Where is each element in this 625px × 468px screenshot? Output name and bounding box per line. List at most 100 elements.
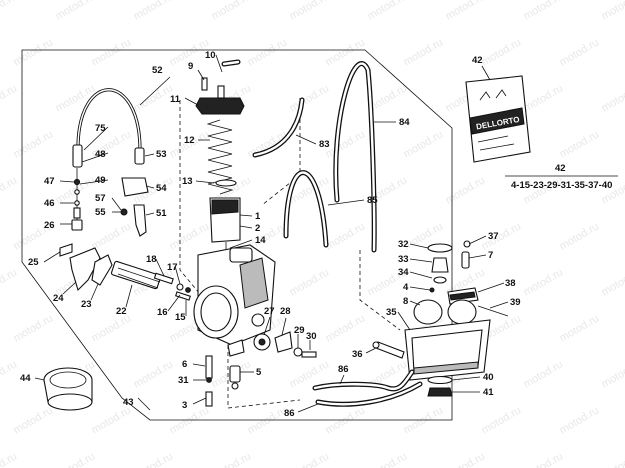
watermark-text: motod.ru [54, 450, 98, 468]
label-53: 53 [156, 149, 167, 160]
watermark-text: motod.ru [402, 128, 446, 160]
intake-rubber [43, 367, 93, 411]
watermark-text: motod.ru [444, 174, 488, 206]
watermark-text: motod.ru [168, 404, 212, 436]
watermark-text: motod.ru [246, 36, 290, 68]
label-15: 15 [175, 312, 186, 323]
vent-hoses [221, 59, 377, 253]
watermark-text: motod.ru [54, 0, 98, 23]
watermark-text: motod.ru [90, 312, 134, 344]
label-24: 24 [53, 293, 64, 304]
throttle-stop-assembly [253, 331, 317, 358]
watermark-text: motod.ru [558, 312, 602, 344]
kit-title: 42 [555, 163, 566, 174]
watermark-text: motod.ru [132, 0, 176, 23]
group-bracket-bottom [227, 345, 301, 409]
watermark-text: motod.ru [12, 404, 56, 436]
assembly-frame [21, 49, 453, 421]
label-22: 22 [116, 306, 127, 317]
watermark-text: motod.ru [0, 82, 19, 114]
jet-set [205, 355, 241, 407]
label-37: 37 [488, 231, 499, 242]
leader-lines [34, 54, 509, 413]
watermark-text: motod.ru [210, 0, 254, 23]
label-13: 13 [182, 176, 193, 187]
label-33: 33 [398, 254, 409, 265]
watermark-text: motod.ru [522, 358, 566, 390]
pilot-screw-set [153, 272, 191, 301]
watermark-text: motod.ru [168, 220, 212, 252]
watermark-text: motod.ru [0, 358, 19, 390]
watermark-text: motod.ru [600, 0, 625, 23]
watermark-text: motod.ru [480, 404, 524, 436]
watermark-text: motod.ru [558, 128, 602, 160]
label-84: 84 [399, 117, 410, 128]
watermark-text: motod.ru [366, 0, 410, 23]
watermark-text: motod.ru [90, 36, 134, 68]
choke-lever-assembly [59, 243, 113, 292]
label-14: 14 [255, 235, 266, 246]
float-bracket [359, 250, 401, 331]
watermark-text: motod.ru [288, 266, 332, 298]
watermark-text: motod.ru [288, 450, 332, 468]
label-44: 44 [20, 373, 31, 384]
watermark-text: motod.ru [324, 128, 368, 160]
label-12: 12 [184, 135, 195, 146]
label-8: 8 [403, 296, 408, 307]
label-27: 27 [264, 306, 275, 317]
label-11: 11 [170, 94, 181, 105]
label-5: 5 [256, 367, 262, 378]
label-86-top: 86 [338, 364, 349, 375]
watermark-text: motod.ru [12, 36, 56, 68]
watermark-text: motod.ru [600, 358, 625, 390]
label-32: 32 [398, 239, 409, 250]
watermark-text: motod.ru [444, 0, 488, 23]
label-30: 30 [306, 331, 317, 342]
part-labels: 10 9 11 12 13 1 2 14 52 75 48 49 47 46 2… [20, 50, 521, 419]
label-38: 38 [505, 278, 516, 289]
watermark-text: motod.ru [558, 404, 602, 436]
label-34: 34 [398, 267, 409, 278]
watermark-text: motod.ru [522, 266, 566, 298]
watermark-text: motod.ru [288, 0, 332, 23]
watermark-text: motod.ru [522, 0, 566, 23]
watermark-text: motod.ru [90, 220, 134, 252]
label-31: 31 [178, 375, 189, 386]
label-4: 4 [403, 282, 409, 293]
label-40: 40 [483, 372, 494, 383]
watermark-text: motod.ru [132, 82, 176, 114]
label-54: 54 [156, 183, 167, 194]
label-23: 23 [81, 299, 92, 310]
label-48: 48 [95, 149, 106, 160]
watermark-text: motod.ru [0, 0, 19, 23]
watermark-text: motod.ru [324, 220, 368, 252]
label-7: 7 [488, 250, 493, 261]
idle-adjust-screw [110, 260, 162, 290]
label-57: 57 [95, 193, 106, 204]
drain-hoses [312, 369, 423, 407]
label-26: 26 [44, 220, 55, 231]
watermark-text: motod.ru [0, 174, 19, 206]
watermark-text: motod.ru [132, 358, 176, 390]
watermark-text: motod.ru [402, 36, 446, 68]
watermark-text: motod.ru [522, 82, 566, 114]
label-17: 17 [167, 262, 178, 273]
watermark-text: motod.ru [480, 220, 524, 252]
watermark-text: motod.ru [600, 82, 625, 114]
slide-assembly [195, 77, 245, 262]
carburetor-body [193, 244, 276, 357]
watermark-text: motod.ru [402, 404, 446, 436]
watermark-text: motod.ru [0, 266, 19, 298]
watermark-text: motod.ru [522, 450, 566, 468]
watermark-text: motod.ru [288, 82, 332, 114]
watermark-text: motod.ru [600, 450, 625, 468]
label-39: 39 [510, 297, 521, 308]
watermark-text: motod.ru [558, 36, 602, 68]
watermark-text: motod.ru [324, 404, 368, 436]
label-25: 25 [28, 257, 39, 268]
label-16: 16 [157, 307, 168, 318]
label-36: 36 [352, 349, 363, 360]
